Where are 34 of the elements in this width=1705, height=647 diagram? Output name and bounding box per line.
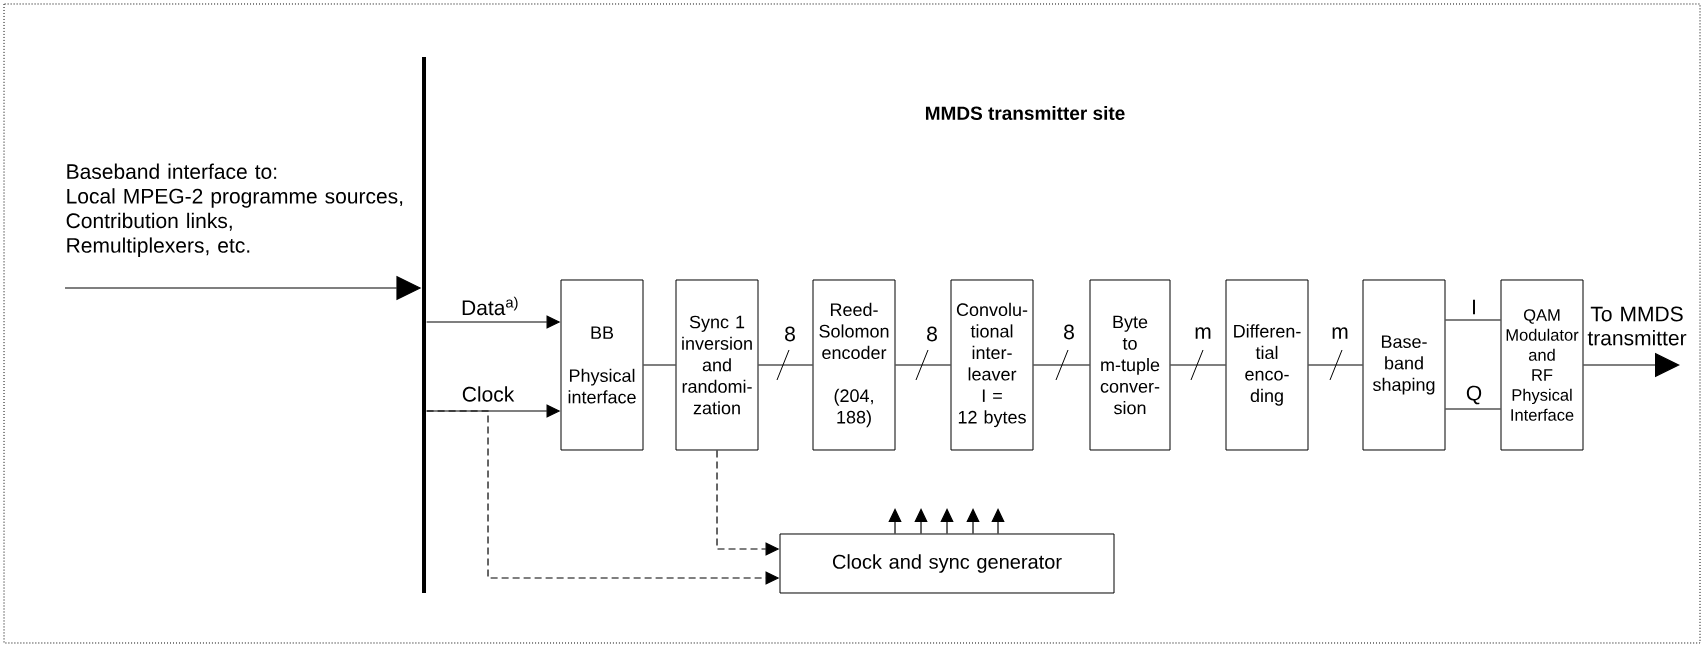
title: MMDS transmitter site [926,106,1125,120]
interface-note: Baseband interface to: Local MPEG-2 programme sources, Contribution links, Remultiplexers, etc. [66,163,403,257]
arrow [940,508,954,535]
connector-line [1032,364,1091,366]
process-box: Byte to m-tuple conver- sion [1089,279,1171,451]
process-box: Differen- tial enco- ding [1225,279,1309,451]
edge-label: To MMDS transmitter [1587,306,1687,346]
arrow [966,508,980,535]
edge-label: Data$^{a)}$ [462,296,518,316]
connector-line [894,364,952,366]
process-box: Reed- Solomon encoder (204, 188) [812,279,896,451]
edge-label: Q [1466,385,1482,405]
connector-line [642,364,677,366]
arrow [888,508,902,535]
edge-label: 8 [1064,324,1074,340]
edge-label: Clock [462,386,515,402]
connector-line [1444,408,1502,410]
process-box: BB Physical interface [560,279,644,451]
arrow [914,508,928,535]
edge-label: I [1473,299,1475,315]
edge-label: m [1332,327,1348,339]
edge-label: 8 [927,326,937,342]
process-box: Base- band shaping [1362,279,1446,451]
process-box: Convolu- tional inter- leaver I = 12 bytes [950,279,1034,451]
edge-label: 8 [785,326,795,342]
connector-line [1444,319,1502,321]
process-box: QAM Modulator and RF Physical Interface [1500,279,1584,451]
arrow [991,508,1005,535]
connector-line [757,364,814,366]
generator-box: Clock and sync generator [779,533,1115,594]
edge-label: m [1195,327,1211,339]
process-box: Sync 1 inversion and randomi- zation [675,279,759,451]
connector-line [1169,364,1227,366]
connector-line [1307,364,1364,366]
